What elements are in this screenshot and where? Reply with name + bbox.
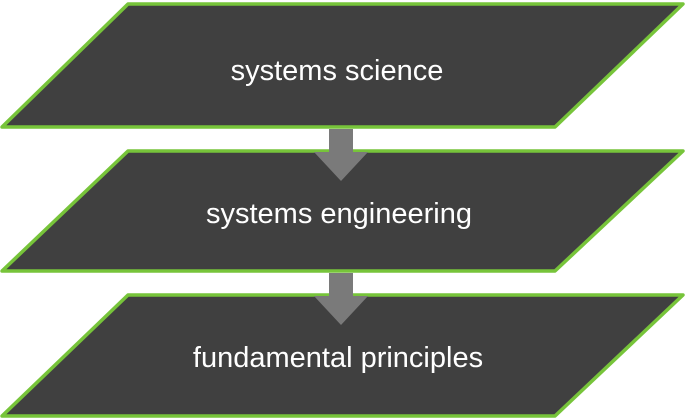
down-arrow-icon (314, 129, 368, 181)
layer-label: fundamental principles (193, 342, 483, 374)
layer-parallelogram (0, 2, 685, 129)
layer-label: systems engineering (206, 198, 472, 230)
down-arrow-icon (314, 273, 368, 325)
layer-parallelogram (0, 293, 685, 418)
layer-fundamental-principles: fundamental principles (0, 293, 685, 418)
layer-systems-engineering: systems engineering (0, 149, 685, 273)
layer-label: systems science (231, 55, 444, 87)
layer-systems-science: systems science (0, 2, 685, 129)
layer-parallelogram (0, 149, 685, 273)
